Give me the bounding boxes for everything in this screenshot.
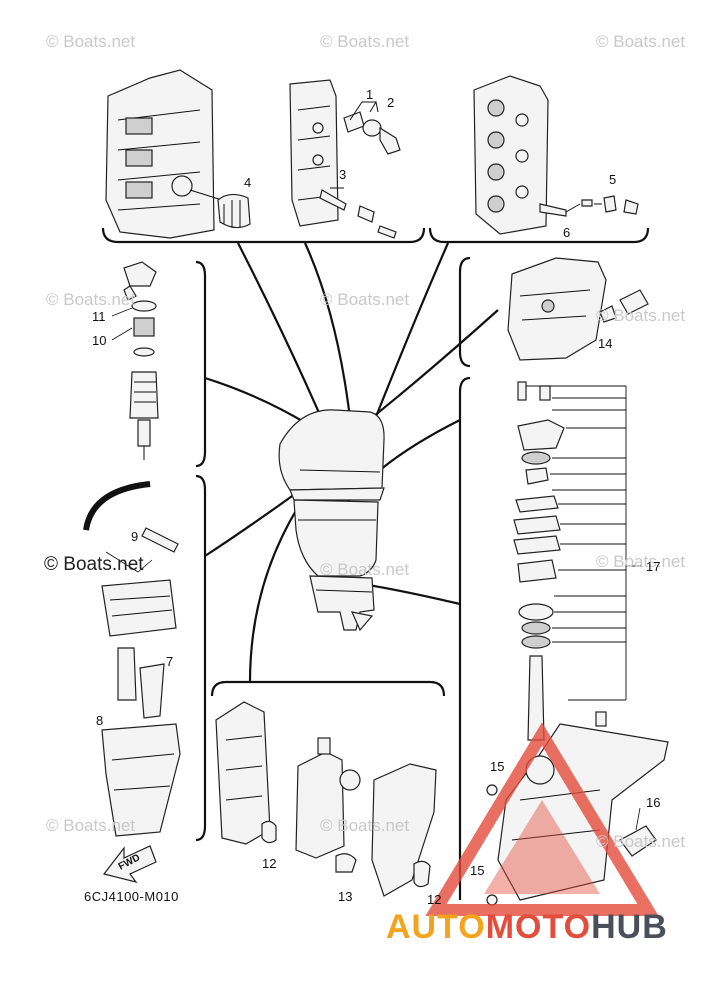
watermark: © Boats.net: [320, 816, 410, 835]
brand-wordmark: AUTOMOTOHUB: [386, 908, 668, 947]
callout-7: 7: [166, 654, 174, 669]
brand-part-hub: HUB: [591, 908, 668, 946]
callout-2: 2: [387, 95, 395, 110]
watermark: © Boats.net: [320, 560, 410, 579]
callout-4: 4: [244, 175, 252, 190]
watermark: © Boats.net: [320, 32, 410, 51]
watermark: © Boats.net: [46, 816, 136, 835]
upper-casing: [507, 257, 649, 361]
callout-6: 6: [563, 225, 571, 240]
callout-14: 14: [598, 336, 613, 351]
callout-12a: 12: [262, 856, 277, 871]
watermark: © Boats.net: [46, 290, 136, 309]
callout-15b: 15: [470, 863, 485, 878]
water-pump-stack: [513, 381, 642, 741]
watermark: © Boats.net: [596, 32, 686, 51]
cylinder-block-left: [105, 69, 251, 239]
section-brackets: [101, 227, 650, 900]
callout-3: 3: [339, 167, 347, 182]
callout-12b: 12: [427, 892, 442, 907]
cylinder-head: [473, 75, 639, 235]
callout-15a: 15: [490, 759, 505, 774]
watermark: © Boats.net: [596, 306, 686, 325]
vapor-separator: [83, 481, 181, 837]
callout-16: 16: [646, 795, 661, 810]
callout-5: 5: [609, 172, 617, 187]
fuel-filter-assembly: [111, 261, 159, 460]
brand-triangle: [425, 722, 659, 916]
bracket-assembly: [215, 701, 437, 897]
callout-11: 11: [92, 309, 106, 324]
callout-1: 1: [366, 87, 374, 102]
watermark: © Boats.net: [596, 832, 686, 851]
callout-17: 17: [646, 559, 661, 574]
watermark: © Boats.net: [596, 552, 686, 571]
callout-8: 8: [96, 713, 104, 728]
brand-part-auto: AUTO: [386, 908, 486, 946]
diagram-code: 6CJ4100-M010: [84, 889, 179, 904]
watermark: © Boats.net: [46, 32, 136, 51]
outboard-motor: [278, 409, 385, 632]
brand-part-moto: MOTO: [485, 908, 592, 946]
fwd-arrow: [102, 845, 157, 883]
callout-13: 13: [338, 889, 353, 904]
callout-9: 9: [131, 529, 139, 544]
watermark: © Boats.net: [320, 290, 410, 309]
callout-10: 10: [92, 333, 107, 348]
thermostat-housing: [289, 79, 401, 239]
watermark: © Boats.net: [44, 554, 144, 575]
